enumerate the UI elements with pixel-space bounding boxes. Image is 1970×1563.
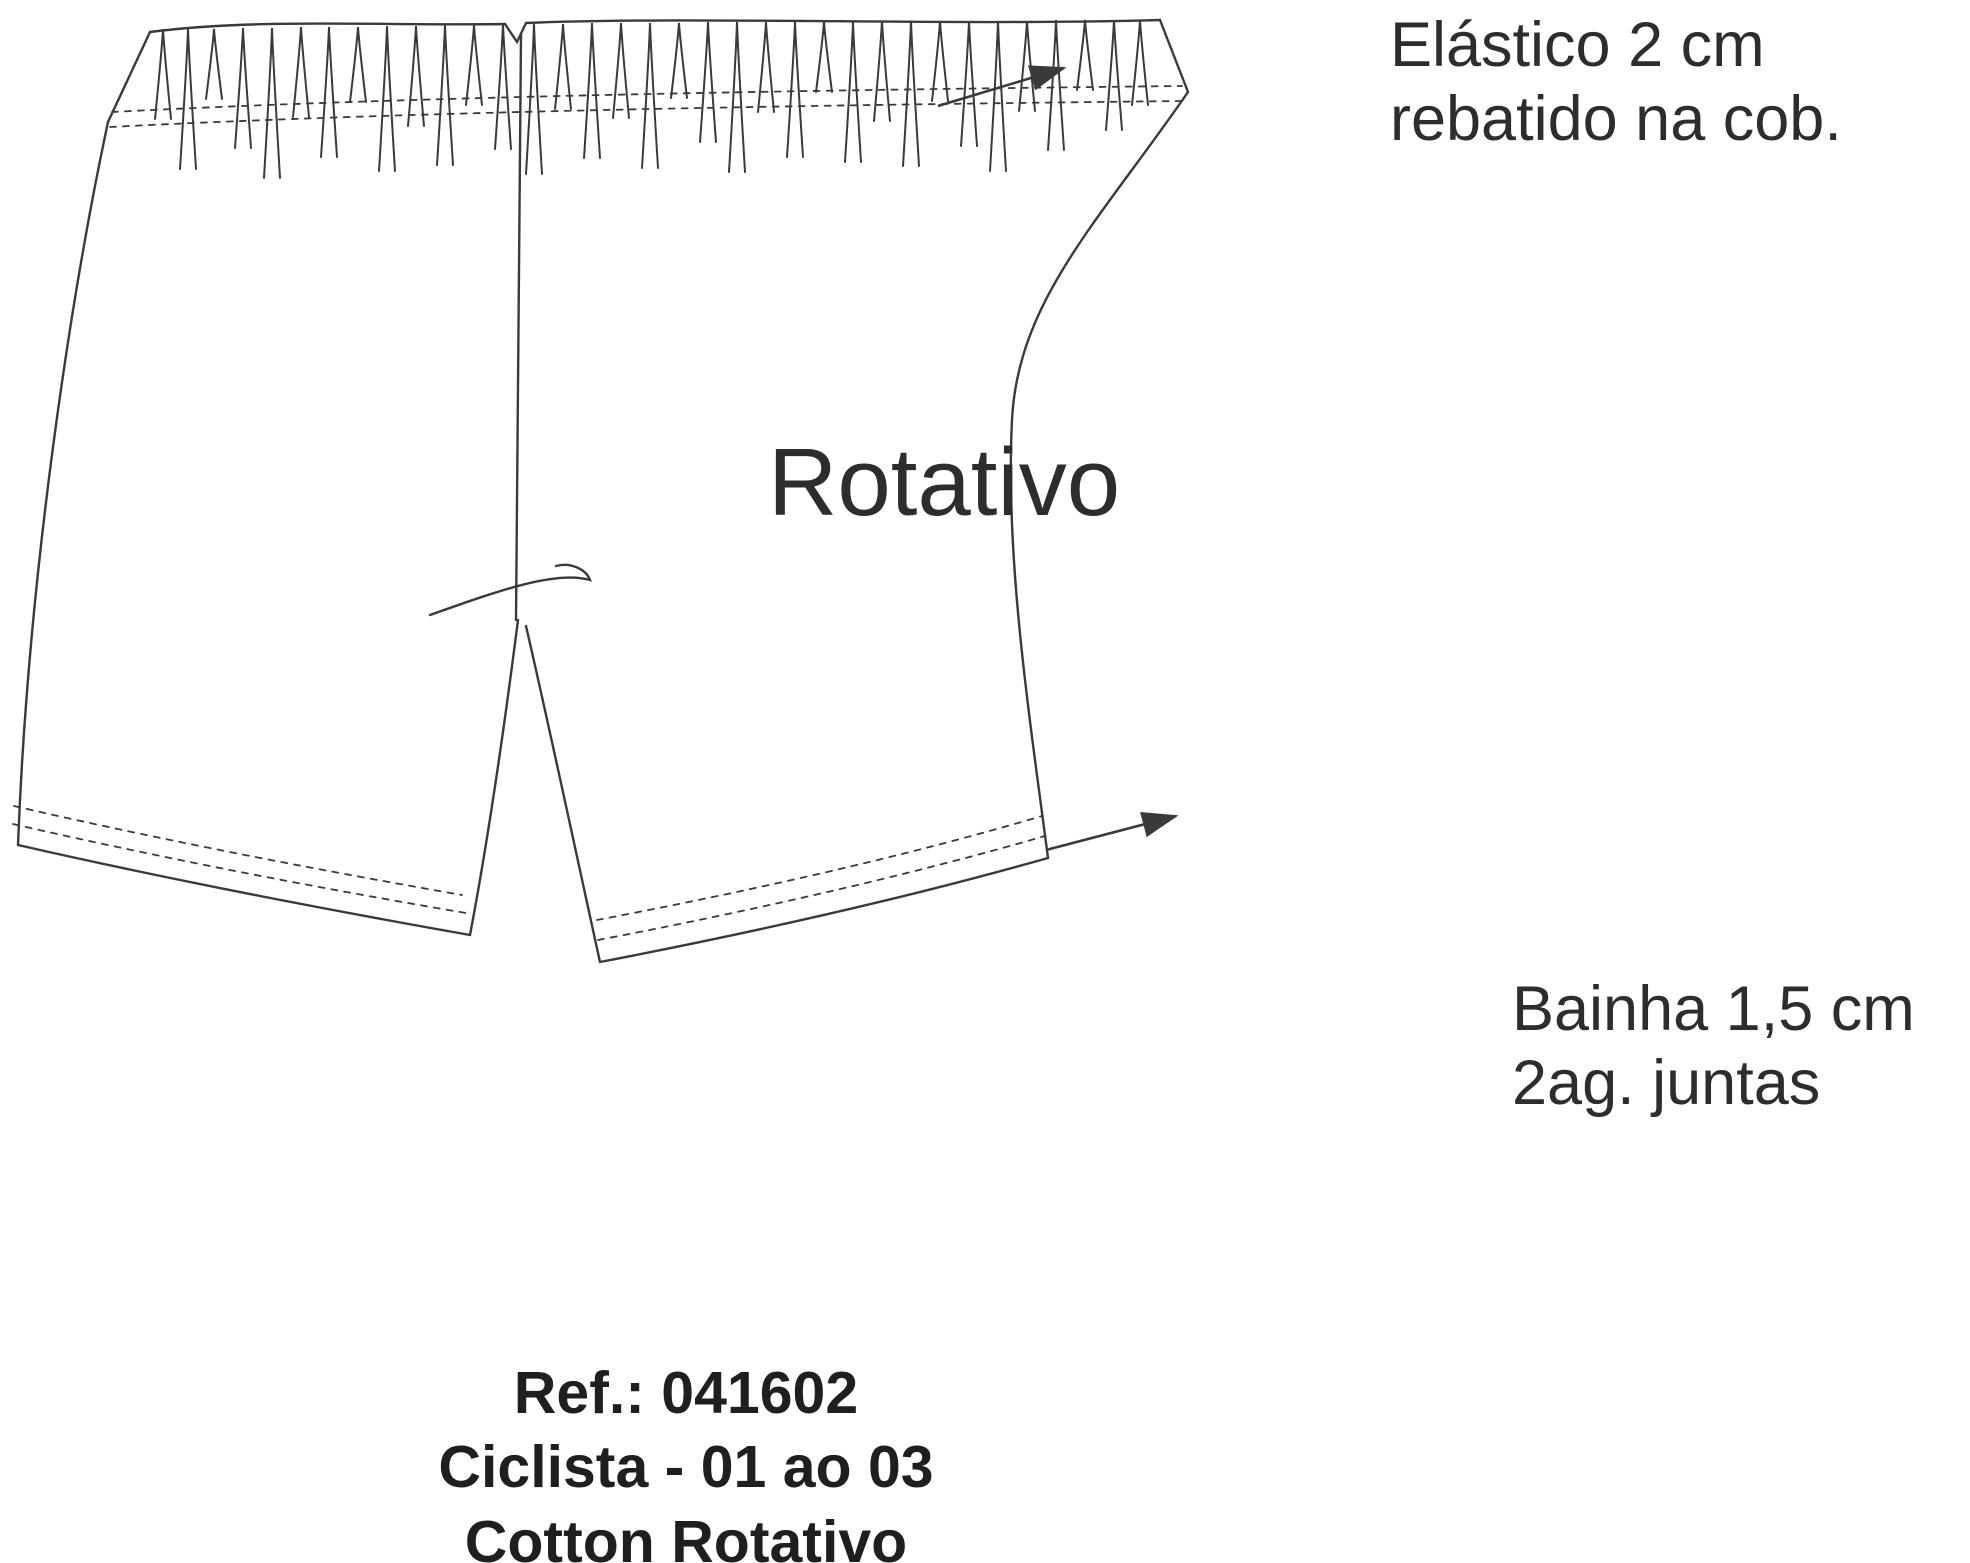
waistband-right-edge (1158, 18, 1190, 94)
hem-annotation-line2: 2ag. juntas (1512, 1048, 1821, 1119)
right-leg-hem (598, 856, 1050, 964)
shorts-body-outline (12, 32, 1190, 964)
hem-annotation: Bainha 1,5 cm 2ag. juntas (1512, 972, 1915, 1121)
waistband-elastic (106, 18, 1190, 180)
right-leg-inseam (524, 624, 602, 964)
elastic-annotation-line1: Elástico 2 cm (1390, 10, 1765, 80)
left-side-seam (16, 120, 110, 847)
crotch-curve (428, 563, 592, 617)
fabric-name: Cotton Rotativo (464, 1508, 908, 1563)
reference-block: Ref.: 041602 Ciclista - 01 ao 03 Cotton … (330, 1356, 1042, 1563)
callout-arrows (937, 65, 1179, 852)
hem-stitch-dashed-lines (12, 805, 1046, 941)
hem-arrow (1045, 811, 1179, 852)
waistband-top-edge (148, 18, 1162, 45)
reference-number: Ref.: 041602 (513, 1360, 859, 1426)
right-side-seam (1009, 90, 1190, 860)
elastic-arrow (937, 65, 1067, 108)
center-front-line (514, 32, 523, 622)
left-leg-inseam (468, 618, 520, 937)
elastic-annotation: Elástico 2 cm rebatido na cob. (1390, 8, 1842, 157)
hem-annotation-line1: Bainha 1,5 cm (1512, 974, 1915, 1044)
elastic-annotation-line2: rebatido na cob. (1390, 84, 1842, 155)
garment-label: Rotativo (768, 429, 1121, 536)
model-size-range: Ciclista - 01 ao 03 (438, 1434, 934, 1501)
gather-lines (153, 18, 1150, 180)
left-leg-hem (16, 843, 472, 937)
waistband-left-edge (106, 30, 152, 124)
